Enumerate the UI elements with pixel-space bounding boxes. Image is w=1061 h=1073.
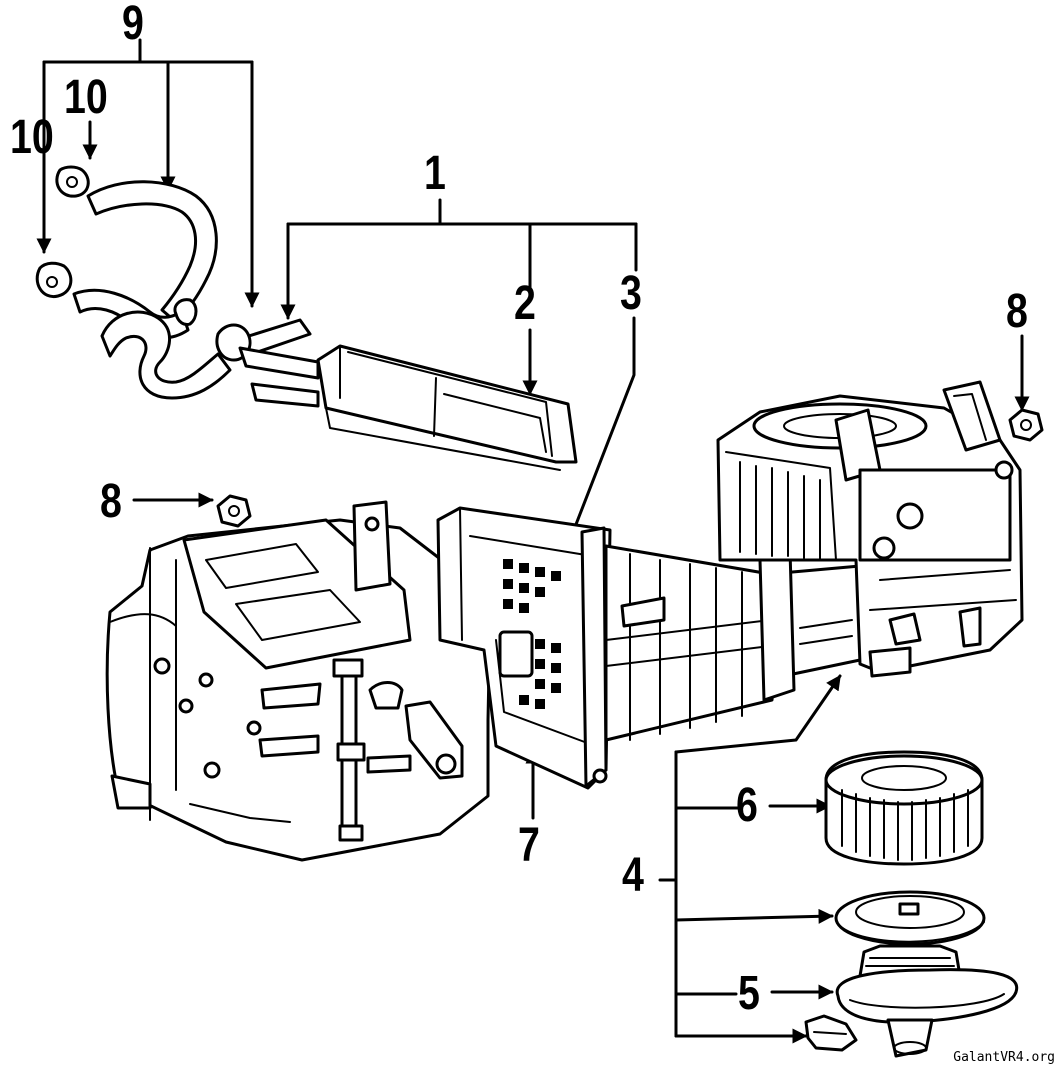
callout-8-left: 8 xyxy=(100,475,122,528)
heater-core xyxy=(238,344,578,471)
watermark: GalantVR4.org xyxy=(953,1050,1055,1065)
leader-lines xyxy=(36,38,1030,1044)
air-duct-right xyxy=(604,544,862,742)
callout-6: 6 xyxy=(736,779,758,832)
blower-motor xyxy=(835,944,1019,1058)
motor-connector xyxy=(804,1014,858,1052)
mounting-nuts xyxy=(216,408,1044,528)
blower-fan-wheel xyxy=(824,750,984,866)
air-duct-center xyxy=(436,506,612,790)
callout-3: 3 xyxy=(620,267,642,320)
callout-5: 5 xyxy=(738,967,760,1020)
callout-1: 1 xyxy=(424,147,446,200)
callout-4: 4 xyxy=(622,849,644,902)
callout-7: 7 xyxy=(518,819,540,872)
blower-housing xyxy=(716,380,1024,678)
heater-hoses xyxy=(35,165,312,400)
heater-unit-left xyxy=(105,500,492,862)
callout-9: 9 xyxy=(122,0,144,50)
callout-8-right: 8 xyxy=(1006,285,1028,338)
duct-grid xyxy=(503,559,561,709)
callout-2: 2 xyxy=(514,277,536,330)
callout-10-upper: 10 xyxy=(64,71,108,124)
blower-motor-plate xyxy=(834,890,986,946)
callout-10-lower: 10 xyxy=(10,111,54,164)
